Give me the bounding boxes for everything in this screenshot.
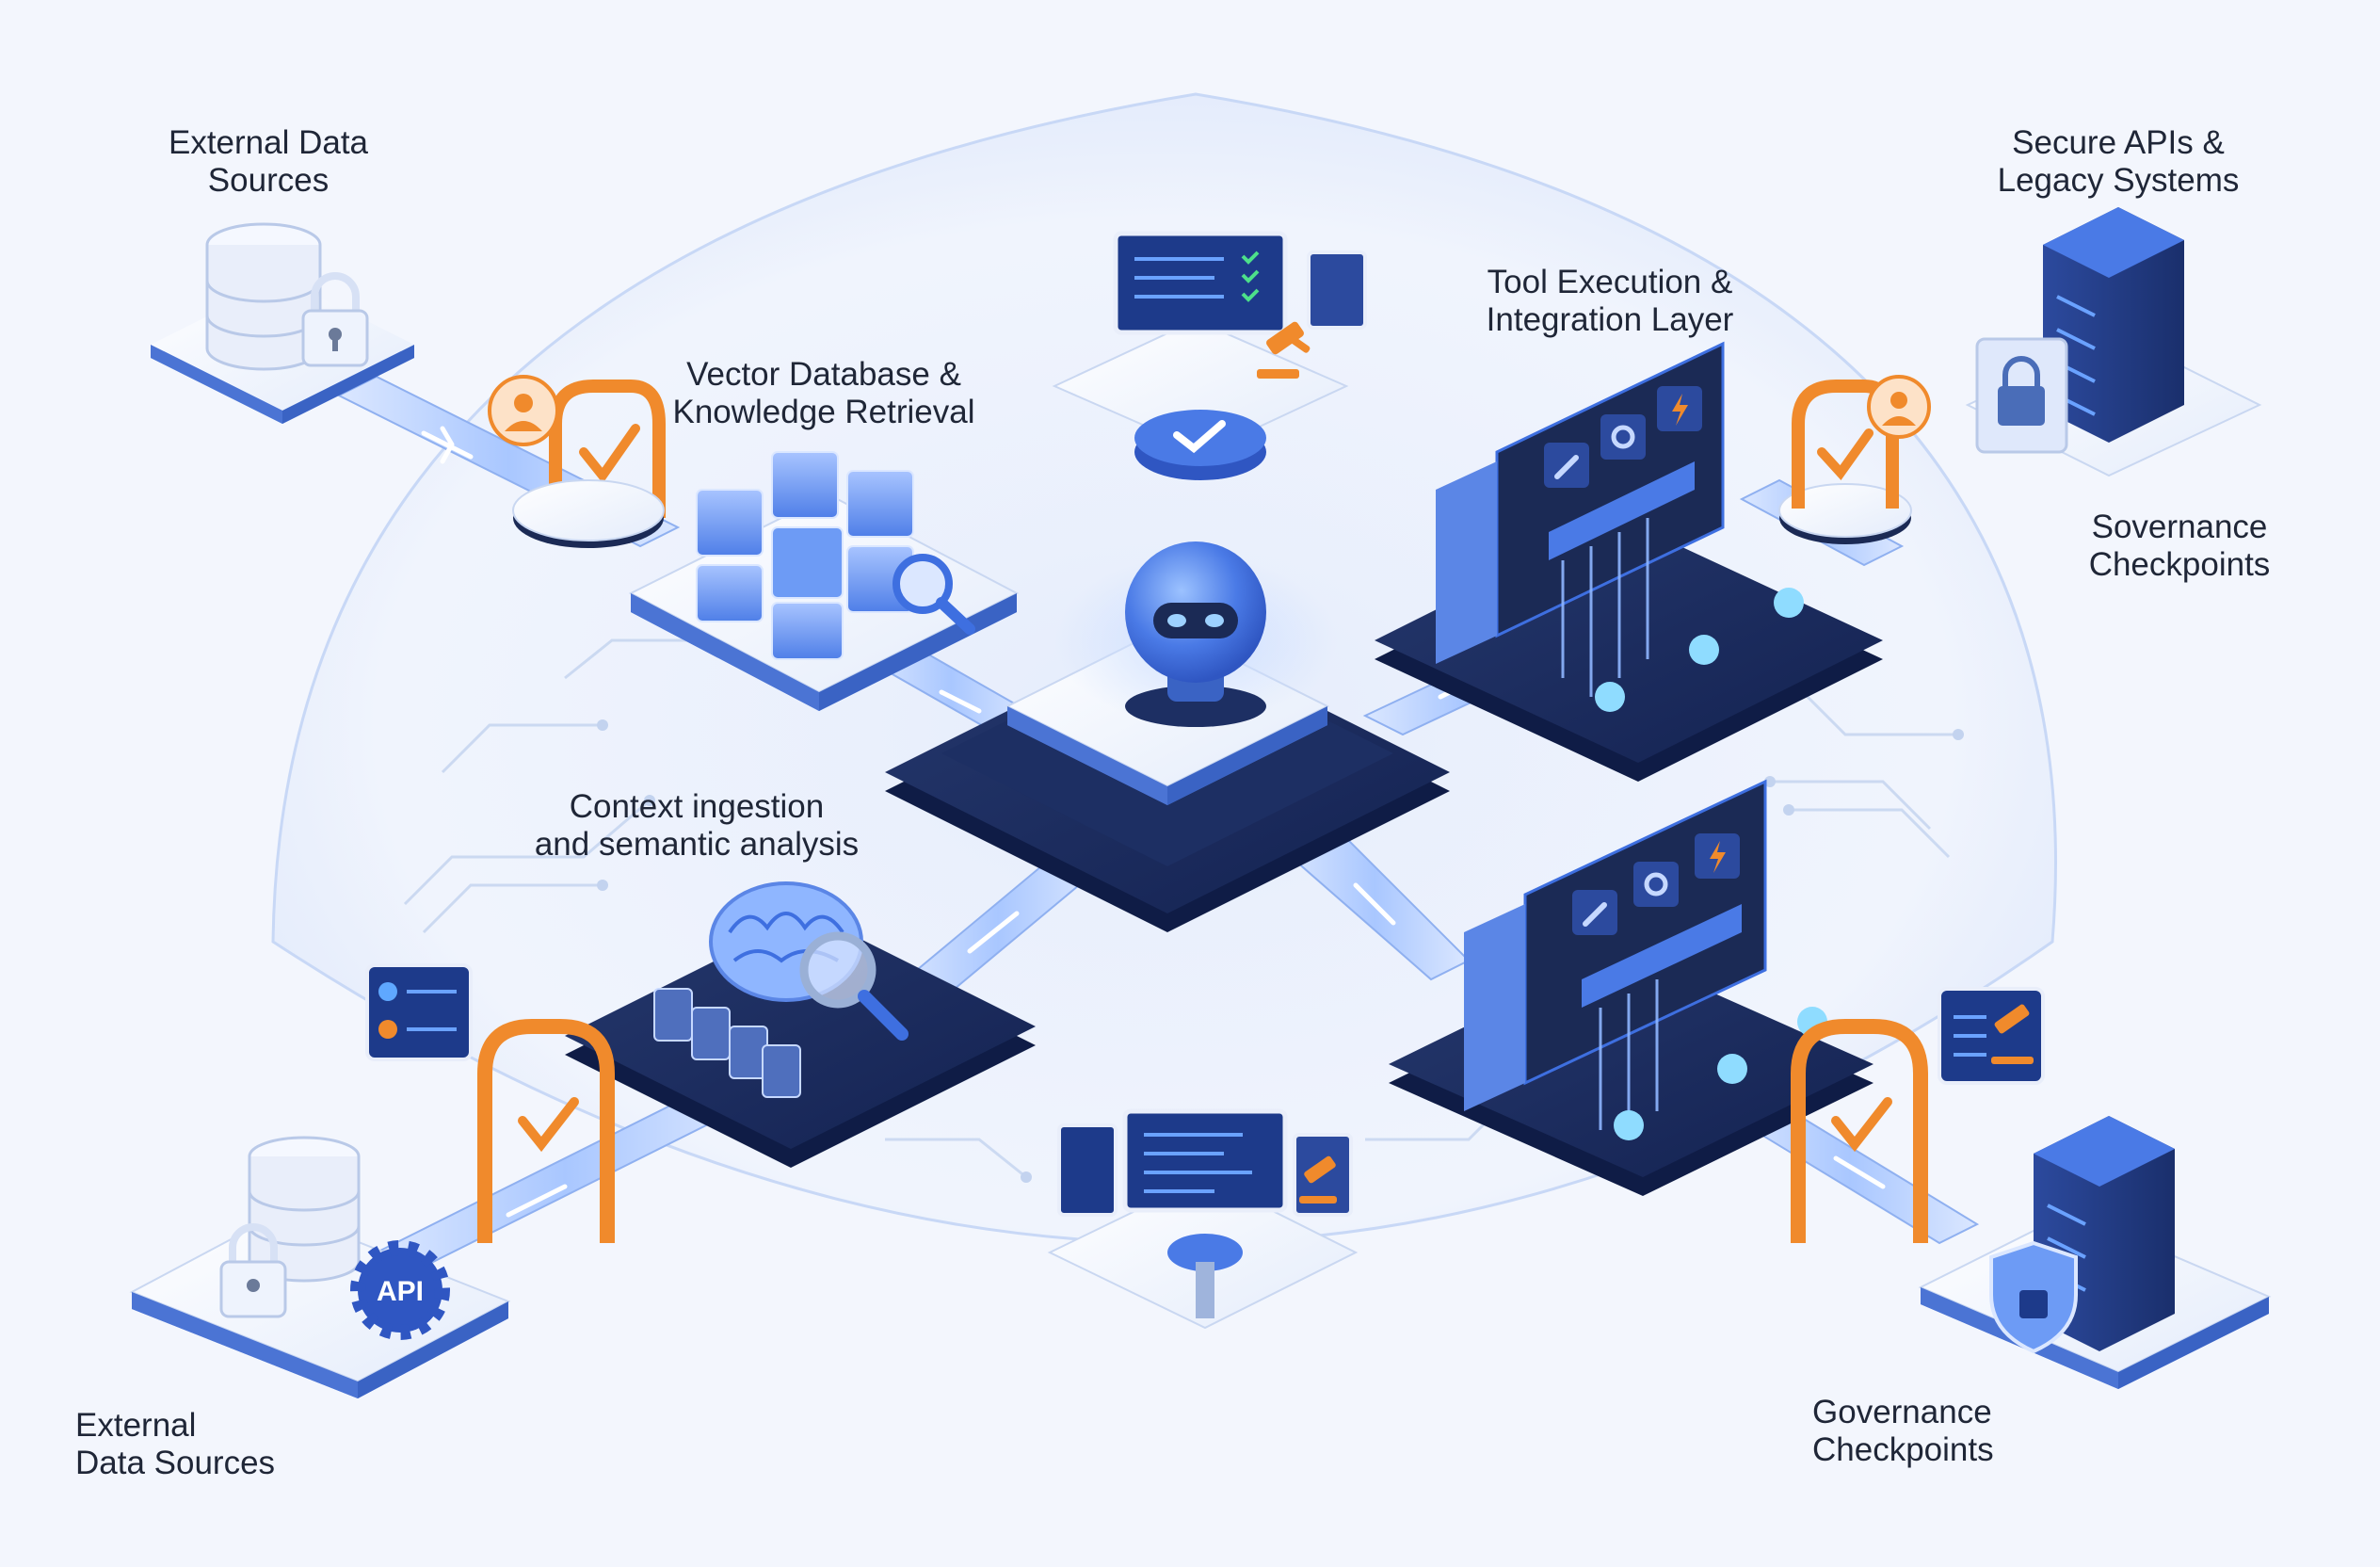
lightning-icon: [1657, 386, 1702, 431]
approval-console: [1052, 231, 1367, 480]
database-icon: [205, 222, 322, 371]
padlock-icon: [301, 272, 369, 367]
governance-gate-icon: [1791, 1019, 1928, 1243]
monitor-icon: [1113, 231, 1288, 335]
governance-gate-icon: [477, 1019, 615, 1243]
monitor-icon: [1122, 1108, 1288, 1213]
gate-node-top-right: [1778, 483, 1912, 544]
database-icon: [248, 1136, 361, 1283]
circuit-traces: [403, 638, 1958, 1179]
gavel-icon: [1991, 1004, 2034, 1064]
gavel-icon: [1299, 1155, 1337, 1204]
workstation: [1047, 1108, 1359, 1330]
checklist-card: [365, 963, 473, 1061]
wrench-icon: [1572, 890, 1617, 935]
label-sovernance-checkpoints: Sovernance Checkpoints: [2088, 509, 2271, 583]
label-vector-database: Vector Database & Knowledge Retrieval: [672, 356, 975, 430]
server-rack-icon: [2043, 207, 2184, 443]
api-gear-icon: API: [350, 1240, 450, 1340]
user-badge-icon: [488, 375, 559, 446]
label-governance-checkpoints: Governance Checkpoints: [1812, 1394, 1994, 1468]
gavel-card: [1938, 987, 2045, 1085]
checkmark-icon: [1241, 250, 1260, 302]
gavel-icon: [1257, 321, 1311, 379]
lightning-icon: [1695, 833, 1740, 879]
gate-node-top-left: [512, 479, 665, 548]
padlock-icon: [1975, 337, 2068, 454]
label-external-data-sources-bottom: External Data Sources: [75, 1407, 276, 1481]
shield-icon: [1989, 1240, 2078, 1354]
user-badge-icon: [1867, 375, 1931, 439]
padlock-icon: [219, 1223, 287, 1318]
magnifier-icon: [799, 931, 909, 1041]
magnifier-icon: [892, 554, 975, 635]
gear-icon: [1600, 414, 1646, 460]
wrench-icon: [1544, 443, 1589, 488]
document-icon: [653, 988, 731, 1060]
label-secure-apis-legacy: Secure APIs & Legacy Systems: [1997, 124, 2240, 199]
gear-icon: [1633, 862, 1679, 907]
label-external-data-sources-top: External Data Sources: [168, 124, 369, 199]
robot-agent-icon: [1125, 541, 1266, 727]
tool-execution-top-screen: [1436, 341, 1804, 712]
label-context-ingestion: Context ingestion and semantic analysis: [534, 788, 860, 863]
label-tool-execution: Tool Execution & Integration Layer: [1486, 264, 1734, 338]
api-badge-text: API: [377, 1276, 424, 1307]
tool-execution-bottom-screen: [1464, 779, 1827, 1140]
code-file-icon: [729, 1026, 801, 1098]
